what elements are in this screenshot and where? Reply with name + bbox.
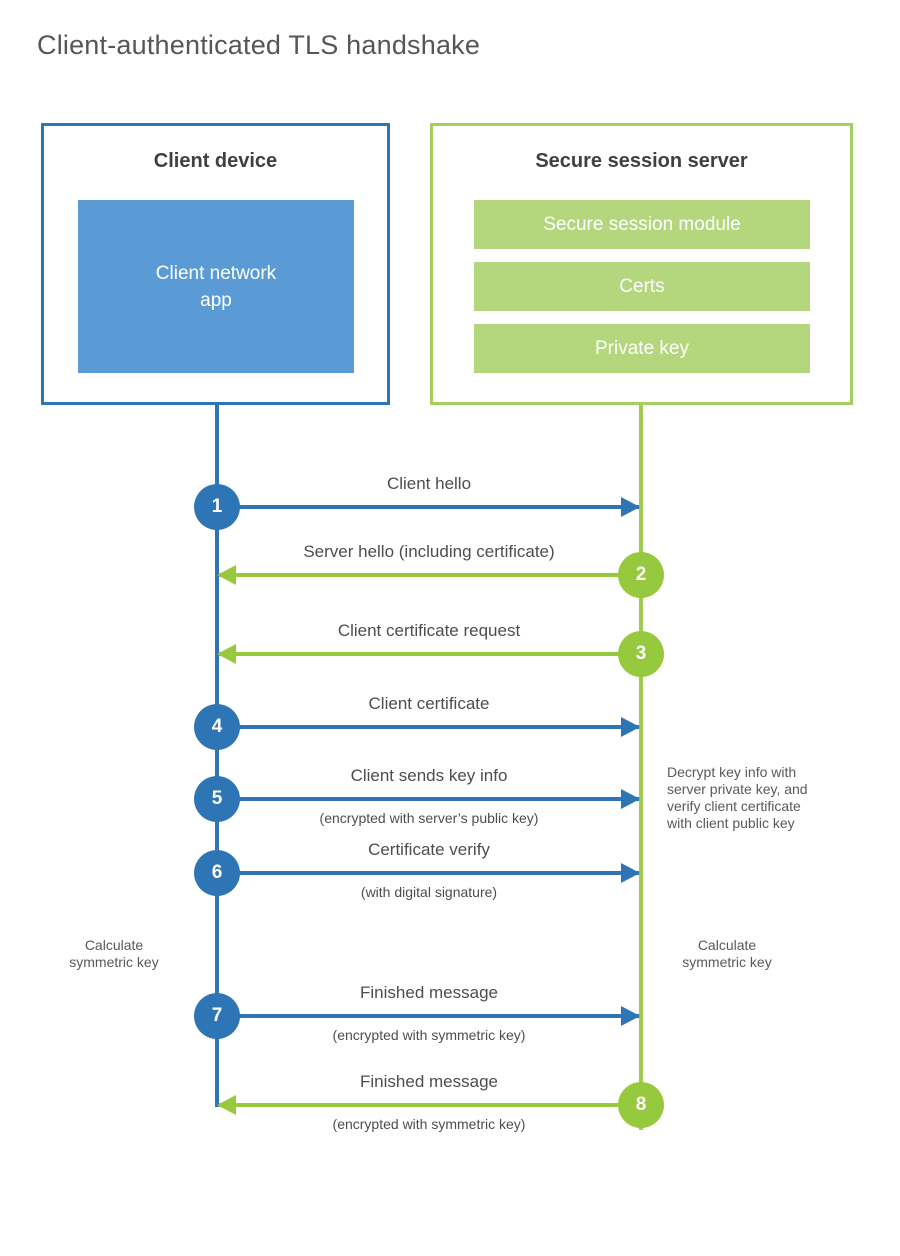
client-network-app-box: Client network app xyxy=(78,200,354,373)
step-badge: 2 xyxy=(618,552,664,598)
arrow-line xyxy=(219,725,639,729)
server-lifeline xyxy=(639,405,643,1130)
message-label: Finished message xyxy=(360,1072,498,1091)
message-label: Client sends key info xyxy=(350,766,508,785)
step-badge: 5 xyxy=(194,776,240,822)
server-module-certs: Certs xyxy=(474,262,810,311)
arrow-line xyxy=(219,1014,639,1018)
step-badge: 6 xyxy=(194,850,240,896)
client-device-title: Client device xyxy=(153,150,278,172)
arrow-line xyxy=(219,1103,639,1107)
message-label: Client certificate xyxy=(368,694,490,713)
client-lifeline xyxy=(215,405,219,1107)
step-badge: 3 xyxy=(618,631,664,677)
arrow-right-icon xyxy=(621,1006,640,1026)
arrow-left-icon xyxy=(217,1095,236,1115)
message-label: Client certificate request xyxy=(337,621,521,640)
step-number: 7 xyxy=(211,1005,223,1026)
note-decrypt-key-info: Decrypt key info with server private key… xyxy=(667,764,808,831)
arrow-left-icon xyxy=(217,565,236,585)
step-badge: 7 xyxy=(194,993,240,1039)
step-number: 3 xyxy=(635,643,647,664)
message-label: Finished message xyxy=(360,983,498,1002)
arrow-right-icon xyxy=(621,497,640,517)
note-calculate-symmetric-key-server: Calculate symmetric key xyxy=(682,937,772,970)
client-network-app-label: Client network app xyxy=(155,262,277,311)
page-title: Client-authenticated TLS handshake xyxy=(37,30,481,60)
step-badge: 4 xyxy=(194,704,240,750)
arrow-line xyxy=(219,573,639,577)
secure-session-server-title: Secure session server xyxy=(535,150,748,172)
arrow-right-icon xyxy=(621,789,640,809)
arrow-right-icon xyxy=(621,717,640,737)
step-number: 4 xyxy=(211,716,223,737)
step-badge: 8 xyxy=(618,1082,664,1128)
arrow-line xyxy=(219,871,639,875)
step-number: 8 xyxy=(635,1094,647,1115)
step-number: 1 xyxy=(211,496,223,517)
arrow-left-icon xyxy=(217,644,236,664)
step-number: 5 xyxy=(211,788,223,809)
note-calculate-symmetric-key-client: Calculate symmetric key xyxy=(69,937,159,970)
message-sublabel: (encrypted with symmetric key) xyxy=(332,1116,526,1132)
message-sublabel: (encrypted with symmetric key) xyxy=(332,1027,526,1043)
message-sublabel: (with digital signature) xyxy=(360,884,498,900)
arrow-line xyxy=(219,797,639,801)
step-badge: 1 xyxy=(194,484,240,530)
server-module-private-key: Private key xyxy=(474,324,810,373)
arrow-line xyxy=(219,652,639,656)
step-number: 6 xyxy=(211,862,223,883)
arrow-right-icon xyxy=(621,863,640,883)
message-sublabel: (encrypted with server’s public key) xyxy=(319,810,539,826)
arrow-line xyxy=(219,505,639,509)
step-number: 2 xyxy=(635,564,647,585)
message-label: Certificate verify xyxy=(368,840,490,859)
message-label: Server hello (including certificate) xyxy=(303,542,555,561)
message-label: Client hello xyxy=(386,474,472,493)
server-module-secure-session: Secure session module xyxy=(474,200,810,249)
